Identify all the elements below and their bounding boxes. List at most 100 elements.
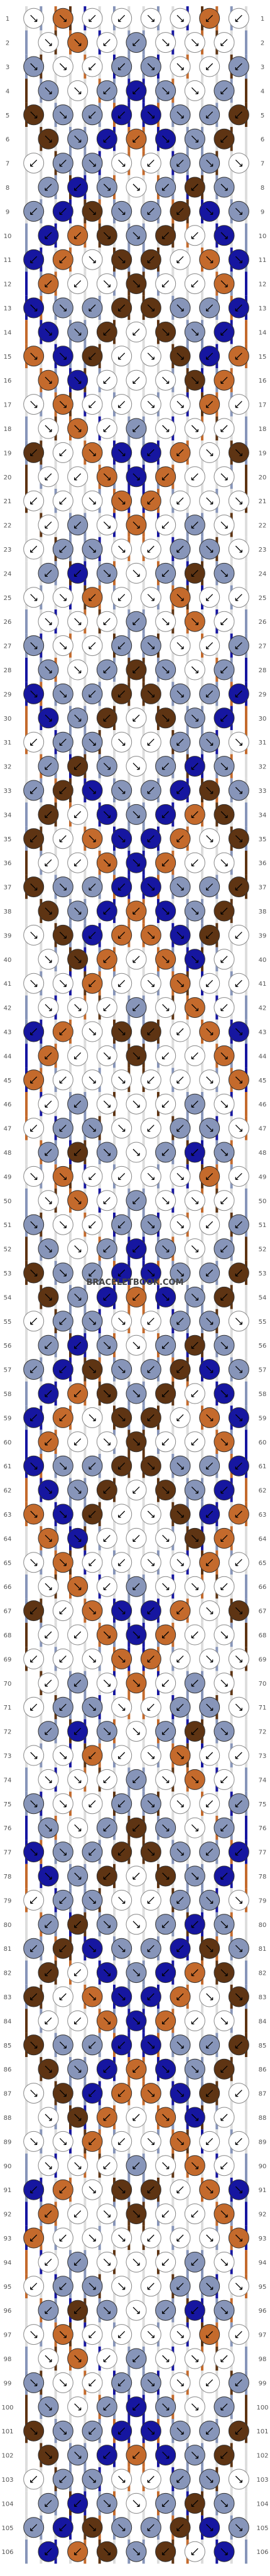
knot-arrow-icon — [103, 2355, 111, 2362]
row-number-left: 89 — [4, 2139, 12, 2146]
knot-arrow-icon — [30, 545, 38, 553]
knot — [140, 828, 161, 849]
knot — [67, 1093, 89, 1115]
knot-arrow-icon — [162, 1631, 170, 1639]
knot — [67, 177, 89, 198]
knot — [140, 2179, 161, 2200]
row-number-left: 86 — [4, 2066, 12, 2073]
knot — [199, 442, 220, 463]
knot — [199, 2131, 220, 2152]
knot-arrow-icon — [176, 2090, 184, 2097]
knot — [96, 949, 117, 970]
knot-arrow-icon — [30, 2234, 38, 2242]
knot — [67, 2492, 89, 2514]
knot-arrow-icon — [30, 2090, 38, 2097]
knot-arrow-icon — [30, 2186, 38, 2193]
knot — [38, 1431, 59, 1453]
knot — [23, 1938, 45, 1959]
knot-arrow-icon — [191, 2499, 198, 2508]
knot-arrow-icon — [162, 2452, 170, 2459]
knot-arrow-icon — [206, 14, 213, 22]
knot — [126, 1334, 147, 1356]
knot-arrow-icon — [118, 304, 126, 312]
knot — [52, 297, 73, 319]
knot-arrow-icon — [220, 232, 228, 239]
row-number-right: 22 — [259, 523, 267, 530]
knot-arrow-icon — [132, 2017, 140, 2025]
knot-arrow-icon — [206, 352, 213, 360]
knot — [140, 297, 161, 319]
knot-arrow-icon — [89, 883, 96, 891]
knot — [52, 2179, 73, 2200]
knot — [184, 1624, 205, 1645]
knot — [140, 2372, 161, 2393]
knot — [23, 973, 45, 994]
knot — [170, 2034, 191, 2056]
row-number-right: 23 — [259, 547, 267, 554]
knot-arrow-icon — [59, 2283, 67, 2290]
row-number-left: 33 — [4, 788, 12, 795]
knot — [184, 997, 205, 1018]
knot-arrow-icon — [191, 1341, 198, 1349]
knot — [126, 1865, 147, 1887]
knot — [82, 731, 103, 753]
knot-arrow-icon — [162, 1583, 170, 1590]
knot — [38, 466, 59, 488]
knot — [155, 2348, 176, 2369]
knot-arrow-icon — [235, 1703, 242, 1711]
knot-arrow-icon — [176, 1800, 184, 1808]
knot-arrow-icon — [45, 280, 52, 288]
knot — [23, 2420, 45, 2442]
knot — [213, 1142, 235, 1163]
knot-arrow-icon — [132, 87, 140, 95]
knot-arrow-icon — [45, 2017, 52, 2025]
knot-arrow-icon — [206, 111, 213, 119]
knot-arrow-icon — [74, 135, 82, 143]
knot-arrow-icon — [235, 594, 242, 601]
row-number-right: 28 — [259, 667, 267, 674]
knot-arrow-icon — [206, 2090, 213, 2097]
knot — [184, 177, 205, 198]
row-number-right: 55 — [259, 1319, 267, 1326]
knot-arrow-icon — [30, 2524, 38, 2531]
knot-arrow-icon — [147, 1318, 154, 1325]
knot — [228, 683, 249, 704]
knot-arrow-icon — [162, 376, 170, 384]
knot-arrow-icon — [191, 1631, 198, 1639]
knot-arrow-icon — [147, 738, 154, 746]
knot — [96, 1865, 117, 1887]
knot-arrow-icon — [89, 401, 96, 408]
knot — [140, 1118, 161, 1139]
knot — [96, 2348, 117, 2369]
knot-arrow-icon — [118, 2427, 126, 2435]
knot-arrow-icon — [74, 1921, 82, 1928]
row-number-right: 20 — [259, 474, 267, 481]
knot-arrow-icon — [89, 1607, 96, 1615]
knot — [23, 924, 45, 946]
knot — [155, 2010, 176, 2031]
knot — [199, 1118, 220, 1139]
knot-arrow-icon — [147, 1125, 154, 1132]
knot-arrow-icon — [191, 2114, 198, 2121]
knot — [228, 442, 249, 463]
knot-arrow-icon — [74, 1487, 82, 1494]
knot-arrow-icon — [235, 1945, 242, 1952]
knot — [23, 2276, 45, 2297]
knot — [228, 2372, 249, 2393]
row-number-right: 46 — [259, 1101, 267, 1108]
row-number-left: 69 — [4, 1656, 12, 1663]
knot — [140, 442, 161, 463]
knot — [38, 949, 59, 970]
knot-arrow-icon — [74, 232, 82, 239]
knot — [140, 2517, 161, 2538]
knot-arrow-icon — [220, 666, 228, 674]
knot-arrow-icon — [132, 425, 140, 432]
knot — [126, 369, 147, 391]
row-number-left: 102 — [1, 2453, 13, 2460]
knot — [213, 2058, 235, 2080]
knot — [67, 1817, 89, 1838]
knot-arrow-icon — [220, 328, 228, 336]
knot — [96, 562, 117, 584]
knot-arrow-icon — [191, 1438, 198, 1446]
knot — [23, 1504, 45, 1525]
